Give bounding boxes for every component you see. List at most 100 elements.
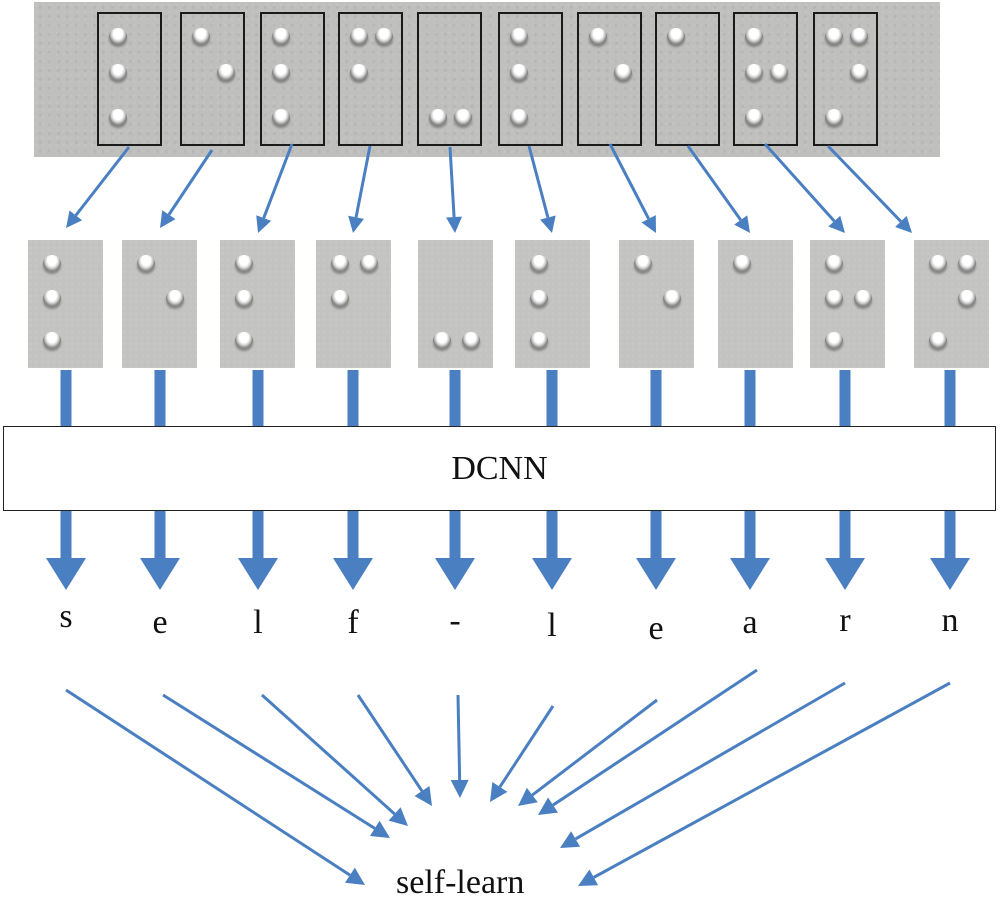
letter-to-word-arrow-shaft — [356, 694, 424, 792]
predicted-letter: e — [648, 610, 664, 647]
braille-dot — [849, 28, 868, 45]
letter-to-word-arrow-head — [490, 782, 508, 802]
braille-dot — [634, 255, 652, 272]
braille-dot — [509, 64, 528, 81]
braille-cell — [914, 240, 989, 368]
dcnn-to-letter-arrow-head — [238, 558, 278, 590]
braille-dot — [744, 108, 763, 125]
box-to-cell-arrow-head — [540, 215, 556, 233]
braille-dot — [271, 108, 290, 125]
letter-to-word-arrow-shaft — [593, 681, 951, 879]
predicted-letter: s — [59, 598, 73, 635]
braille-dot — [108, 108, 127, 125]
box-to-cell-arrow-shaft — [167, 149, 214, 216]
braille-dot — [461, 331, 480, 348]
braille-dot — [957, 289, 976, 306]
braille-cell — [220, 240, 295, 368]
braille-dot — [271, 64, 290, 81]
box-to-cell-arrow-head — [895, 215, 912, 233]
letter-to-word-arrow-shaft — [531, 698, 658, 797]
braille-cell — [316, 240, 391, 368]
braille-dot — [191, 28, 210, 45]
box-to-cell-arrow-head — [828, 215, 845, 233]
braille-dot — [530, 255, 548, 272]
braille-cell — [810, 240, 885, 368]
letter-to-word-arrow-head — [450, 779, 469, 798]
dcnn-to-letter-arrow-head — [140, 558, 180, 590]
box-to-cell-arrow-shaft — [608, 143, 650, 220]
dcnn-to-letter-arrow-head — [333, 558, 373, 590]
braille-dot — [43, 331, 61, 348]
box-to-cell-arrow-shaft — [826, 144, 902, 223]
braille-dot — [331, 255, 349, 272]
dcnn-to-letter-arrow-head — [532, 558, 572, 590]
segment-box — [180, 12, 245, 146]
letter-to-word-arrow-shaft — [65, 688, 351, 877]
dcnn-to-letter-arrow-head — [46, 558, 86, 590]
letter-to-word-arrow-shaft — [456, 694, 462, 781]
braille-dot — [428, 108, 447, 125]
braille-dot — [853, 289, 872, 306]
braille-dot — [929, 331, 947, 348]
dcnn-box: DCNN — [3, 426, 996, 511]
segment-box — [498, 12, 563, 146]
segment-box — [97, 12, 162, 146]
braille-dot — [374, 28, 393, 45]
predicted-letter: a — [742, 604, 758, 641]
braille-dot — [509, 28, 528, 45]
braille-dot — [453, 108, 472, 125]
letter-to-word-arrow-head — [388, 807, 408, 826]
segment-box — [655, 12, 720, 146]
box-to-cell-arrow-head — [734, 215, 750, 233]
letter-to-word-arrow-shaft — [552, 668, 758, 807]
braille-dot — [359, 255, 378, 272]
braille-dot — [849, 64, 868, 81]
braille-dot — [530, 289, 548, 306]
box-to-cell-arrow-shaft — [354, 145, 372, 218]
braille-dot — [824, 28, 843, 45]
segment-box — [813, 12, 878, 146]
braille-dot — [137, 255, 155, 272]
predicted-letter: - — [449, 602, 461, 639]
box-to-cell-arrow-shaft — [262, 143, 294, 219]
braille-dot — [744, 28, 763, 45]
braille-dot — [744, 64, 763, 81]
letter-to-word-arrow-shaft — [498, 705, 555, 788]
letter-to-word-arrow-shaft — [260, 693, 396, 816]
braille-dot — [43, 289, 61, 306]
braille-dot — [235, 289, 253, 306]
box-to-cell-arrow-shaft — [527, 145, 550, 218]
braille-dot — [509, 108, 528, 125]
braille-dot — [769, 64, 788, 81]
braille-cell — [122, 240, 197, 368]
braille-dot — [957, 255, 976, 272]
predicted-letter: e — [152, 604, 168, 641]
braille-dot — [825, 289, 843, 306]
letter-to-word-arrow-head — [414, 786, 432, 806]
letter-to-word-arrow-head — [369, 820, 390, 838]
dcnn-to-letter-arrow-head — [435, 558, 475, 590]
dcnn-to-letter-arrow-head — [730, 558, 770, 590]
braille-source-strip — [34, 2, 940, 157]
braille-dot — [235, 255, 253, 272]
braille-dot — [588, 28, 607, 45]
braille-dot — [733, 255, 751, 272]
predicted-letter: l — [547, 607, 557, 644]
braille-dot — [825, 331, 843, 348]
letter-to-word-arrow-head — [560, 831, 581, 848]
braille-cell — [718, 240, 793, 368]
braille-dot — [824, 108, 843, 125]
dcnn-to-letter-arrow-head — [636, 558, 676, 590]
box-to-cell-arrow-shaft — [448, 146, 456, 218]
braille-cell — [418, 240, 493, 368]
box-to-cell-arrow-head — [160, 210, 176, 228]
box-to-cell-arrow-shaft — [763, 142, 836, 223]
braille-dot — [349, 64, 368, 81]
letter-to-word-arrow-shaft — [162, 693, 376, 830]
result-word: self-learn — [396, 864, 525, 901]
dcnn-to-letter-arrow-head — [930, 558, 970, 590]
predicted-letter: n — [941, 602, 959, 639]
letter-to-word-arrow-head — [578, 869, 599, 886]
